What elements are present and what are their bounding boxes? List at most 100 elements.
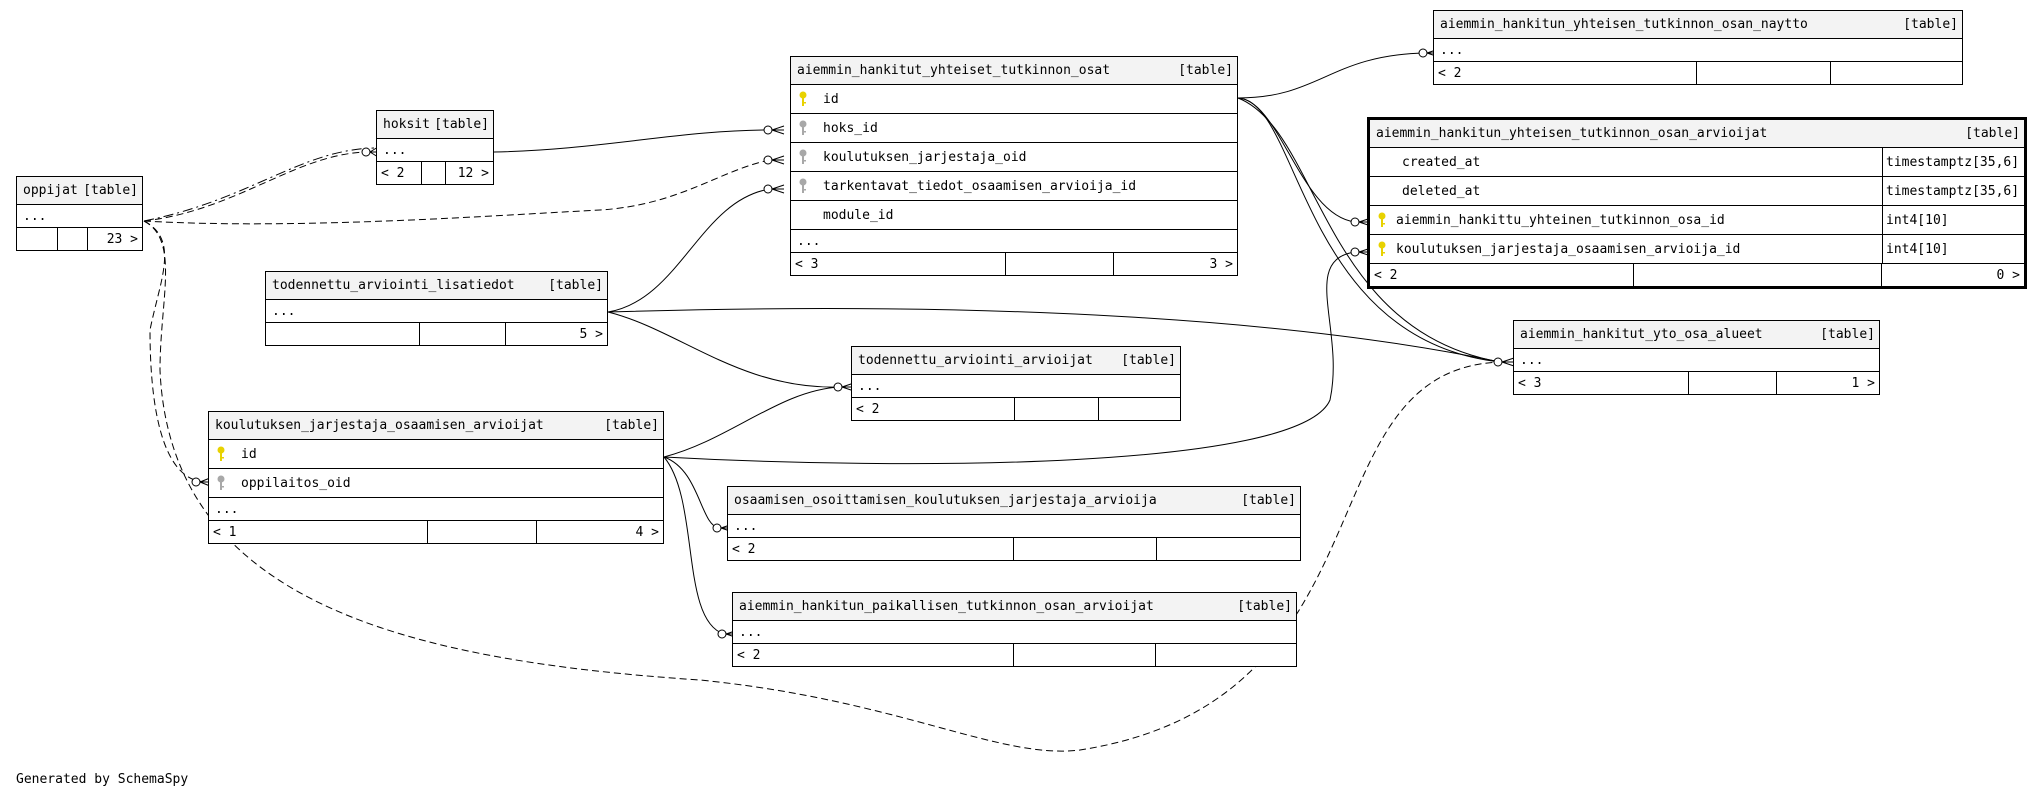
table-header: todennettu_arviointi_arvioijat [table] (852, 347, 1180, 375)
column-row[interactable]: module_id (791, 201, 1237, 230)
table-footer: < 2 12 > (377, 162, 493, 184)
table-header: aiemmin_hankitut_yhteiset_tutkinnon_osat… (791, 57, 1237, 85)
children-count[interactable]: 4 > (536, 521, 663, 543)
edge-lisatiedot-ahyto (607, 188, 771, 313)
column-type: int4[10] (1882, 235, 2024, 263)
children-count[interactable] (1830, 62, 1962, 84)
children-count[interactable]: 1 > (1776, 372, 1879, 394)
table-header: aiemmin_hankitun_yhteisen_tutkinnon_osan… (1434, 11, 1962, 39)
edge-kjoa-ookja (663, 456, 720, 529)
children-count[interactable] (1155, 644, 1296, 666)
edge-oppijat-kjoa (143, 220, 206, 483)
children-count[interactable] (1156, 538, 1300, 560)
edge-kjoa-arvioijat-sel (663, 251, 1356, 465)
table-header: koulutuksen_jarjestaja_osaamisen_arvioij… (209, 412, 663, 440)
more-rows: ... (1514, 349, 1879, 372)
more-rows: ... (209, 498, 663, 521)
table-todennettu-arviointi-arvioijat[interactable]: todennettu_arviointi_arvioijat [table] .… (851, 346, 1181, 421)
parents-count[interactable]: < 2 (381, 165, 405, 181)
column-row[interactable]: koulutuksen_jarjestaja_oid (791, 143, 1237, 172)
column-row[interactable]: id (791, 85, 1237, 114)
table-footer: < 2 (1434, 62, 1962, 84)
column-row[interactable]: aiemmin_hankittu_yhteinen_tutkinnon_osa_… (1370, 206, 2024, 235)
more-rows: ... (852, 375, 1180, 398)
column-row[interactable]: hoks_id (791, 114, 1237, 143)
edge-kjoa-ahptoa (663, 456, 725, 635)
edge-markers (191, 48, 1515, 639)
column-row[interactable]: koulutuksen_jarjestaja_osaamisen_arvioij… (1370, 235, 2024, 264)
parents-count[interactable]: < 2 (1374, 267, 1398, 283)
table-tag: [table] (434, 117, 489, 132)
table-header: aiemmin_hankitut_yto_osa_alueet [table] (1514, 321, 1879, 349)
column-name: tarkentavat_tiedot_osaamisen_arvioija_id (823, 178, 1137, 194)
column-row[interactable]: deleted_at timestamptz[35,6] (1370, 177, 2024, 206)
column-row[interactable]: oppilaitos_oid (209, 469, 663, 498)
table-aiemmin-hankitun-paikallisen-tutkinnon-osan-arvioijat[interactable]: aiemmin_hankitun_paikallisen_tutkinnon_o… (732, 592, 1297, 667)
parents-count[interactable]: < 2 (856, 401, 880, 417)
table-tag: [table] (1237, 599, 1292, 614)
foreign-key-icon (209, 475, 233, 491)
table-aiemmin-hankitut-yto-osa-alueet[interactable]: aiemmin_hankitut_yto_osa_alueet [table] … (1513, 320, 1880, 395)
footer-spacer (57, 228, 87, 250)
column-type: int4[10] (1882, 206, 2024, 234)
parents-count[interactable]: < 3 (1518, 375, 1542, 391)
parents-count[interactable]: < 1 (213, 524, 237, 540)
table-aiemmin-hankitun-yhteisen-tutkinnon-osan-naytto[interactable]: aiemmin_hankitun_yhteisen_tutkinnon_osan… (1433, 10, 1963, 85)
column-name: hoks_id (823, 120, 878, 136)
column-row[interactable]: tarkentavat_tiedot_osaamisen_arvioija_id (791, 172, 1237, 201)
table-name: koulutuksen_jarjestaja_osaamisen_arvioij… (215, 418, 544, 433)
column-row[interactable]: created_at timestamptz[35,6] (1370, 148, 2024, 177)
column-name: module_id (823, 207, 894, 223)
table-hoksit[interactable]: hoksit [table] ... < 2 12 > (376, 110, 494, 185)
parents-count[interactable]: < 3 (795, 256, 819, 272)
edge-lisatiedot-ta-arvioijat (607, 311, 841, 388)
table-tag: [table] (1965, 126, 2020, 141)
table-name: aiemmin_hankitut_yhteiset_tutkinnon_osat (797, 63, 1111, 78)
table-footer: < 2 (852, 398, 1180, 420)
column-row[interactable]: id (209, 440, 663, 469)
table-aiemmin-hankitut-yhteiset-tutkinnon-osat[interactable]: aiemmin_hankitut_yhteiset_tutkinnon_osat… (790, 56, 1238, 276)
column-name: created_at (1402, 154, 1481, 170)
table-header: hoksit [table] (377, 111, 493, 139)
children-count[interactable]: 0 > (1881, 264, 2024, 286)
parents-count[interactable] (266, 323, 419, 345)
edge-oppijat-hoksit-dashdot (143, 147, 375, 222)
footer-spacer (1696, 62, 1830, 84)
primary-key-icon (791, 91, 815, 107)
primary-key-icon (1370, 212, 1394, 228)
column-name: id (241, 446, 257, 462)
table-name: aiemmin_hankitun_yhteisen_tutkinnon_osan… (1376, 126, 1768, 141)
table-todennettu-arviointi-lisatiedot[interactable]: todennettu_arviointi_lisatiedot [table] … (265, 271, 608, 346)
children-count[interactable] (1098, 398, 1180, 420)
footer-spacer (1013, 538, 1156, 560)
parents-count[interactable]: < 2 (1438, 65, 1462, 81)
table-tag: [table] (1241, 493, 1296, 508)
table-koulutuksen-jarjestaja-osaamisen-arvioijat[interactable]: koulutuksen_jarjestaja_osaamisen_arvioij… (208, 411, 664, 544)
parents-count[interactable]: < 2 (737, 647, 761, 663)
more-rows: ... (791, 230, 1237, 253)
table-tag: [table] (1121, 353, 1176, 368)
edge-hoksit-ahyto-dashed (143, 159, 771, 225)
children-count[interactable]: 5 > (505, 323, 607, 345)
table-header: osaamisen_osoittamisen_koulutuksen_jarje… (728, 487, 1300, 515)
table-oppijat[interactable]: oppijat [table] ... 23 > (16, 176, 143, 251)
footer-spacer (1013, 644, 1155, 666)
footer-spacer (1633, 264, 1881, 286)
edge-ahyto-naytto (1237, 52, 1426, 99)
table-osaamisen-osoittamisen-koulutuksen-jarjestaja-arvioija[interactable]: osaamisen_osoittamisen_koulutuksen_jarje… (727, 486, 1301, 561)
table-tag: [table] (1820, 327, 1875, 342)
foreign-key-icon (791, 178, 815, 194)
children-count[interactable]: 12 > (445, 162, 493, 184)
parents-count[interactable] (17, 228, 57, 250)
footer-spacer (1688, 372, 1776, 394)
children-count[interactable]: 3 > (1113, 253, 1237, 275)
children-count[interactable]: 23 > (87, 228, 142, 250)
more-rows: ... (1434, 39, 1962, 62)
column-name: koulutuksen_jarjestaja_oid (823, 149, 1027, 165)
table-name: todennettu_arviointi_arvioijat (858, 353, 1093, 368)
table-aiemmin-hankitun-yhteisen-tutkinnon-osan-arvioijat[interactable]: aiemmin_hankitun_yhteisen_tutkinnon_osan… (1367, 117, 2027, 289)
column-type: timestamptz[35,6] (1882, 177, 2024, 205)
parents-count[interactable]: < 2 (732, 541, 756, 557)
